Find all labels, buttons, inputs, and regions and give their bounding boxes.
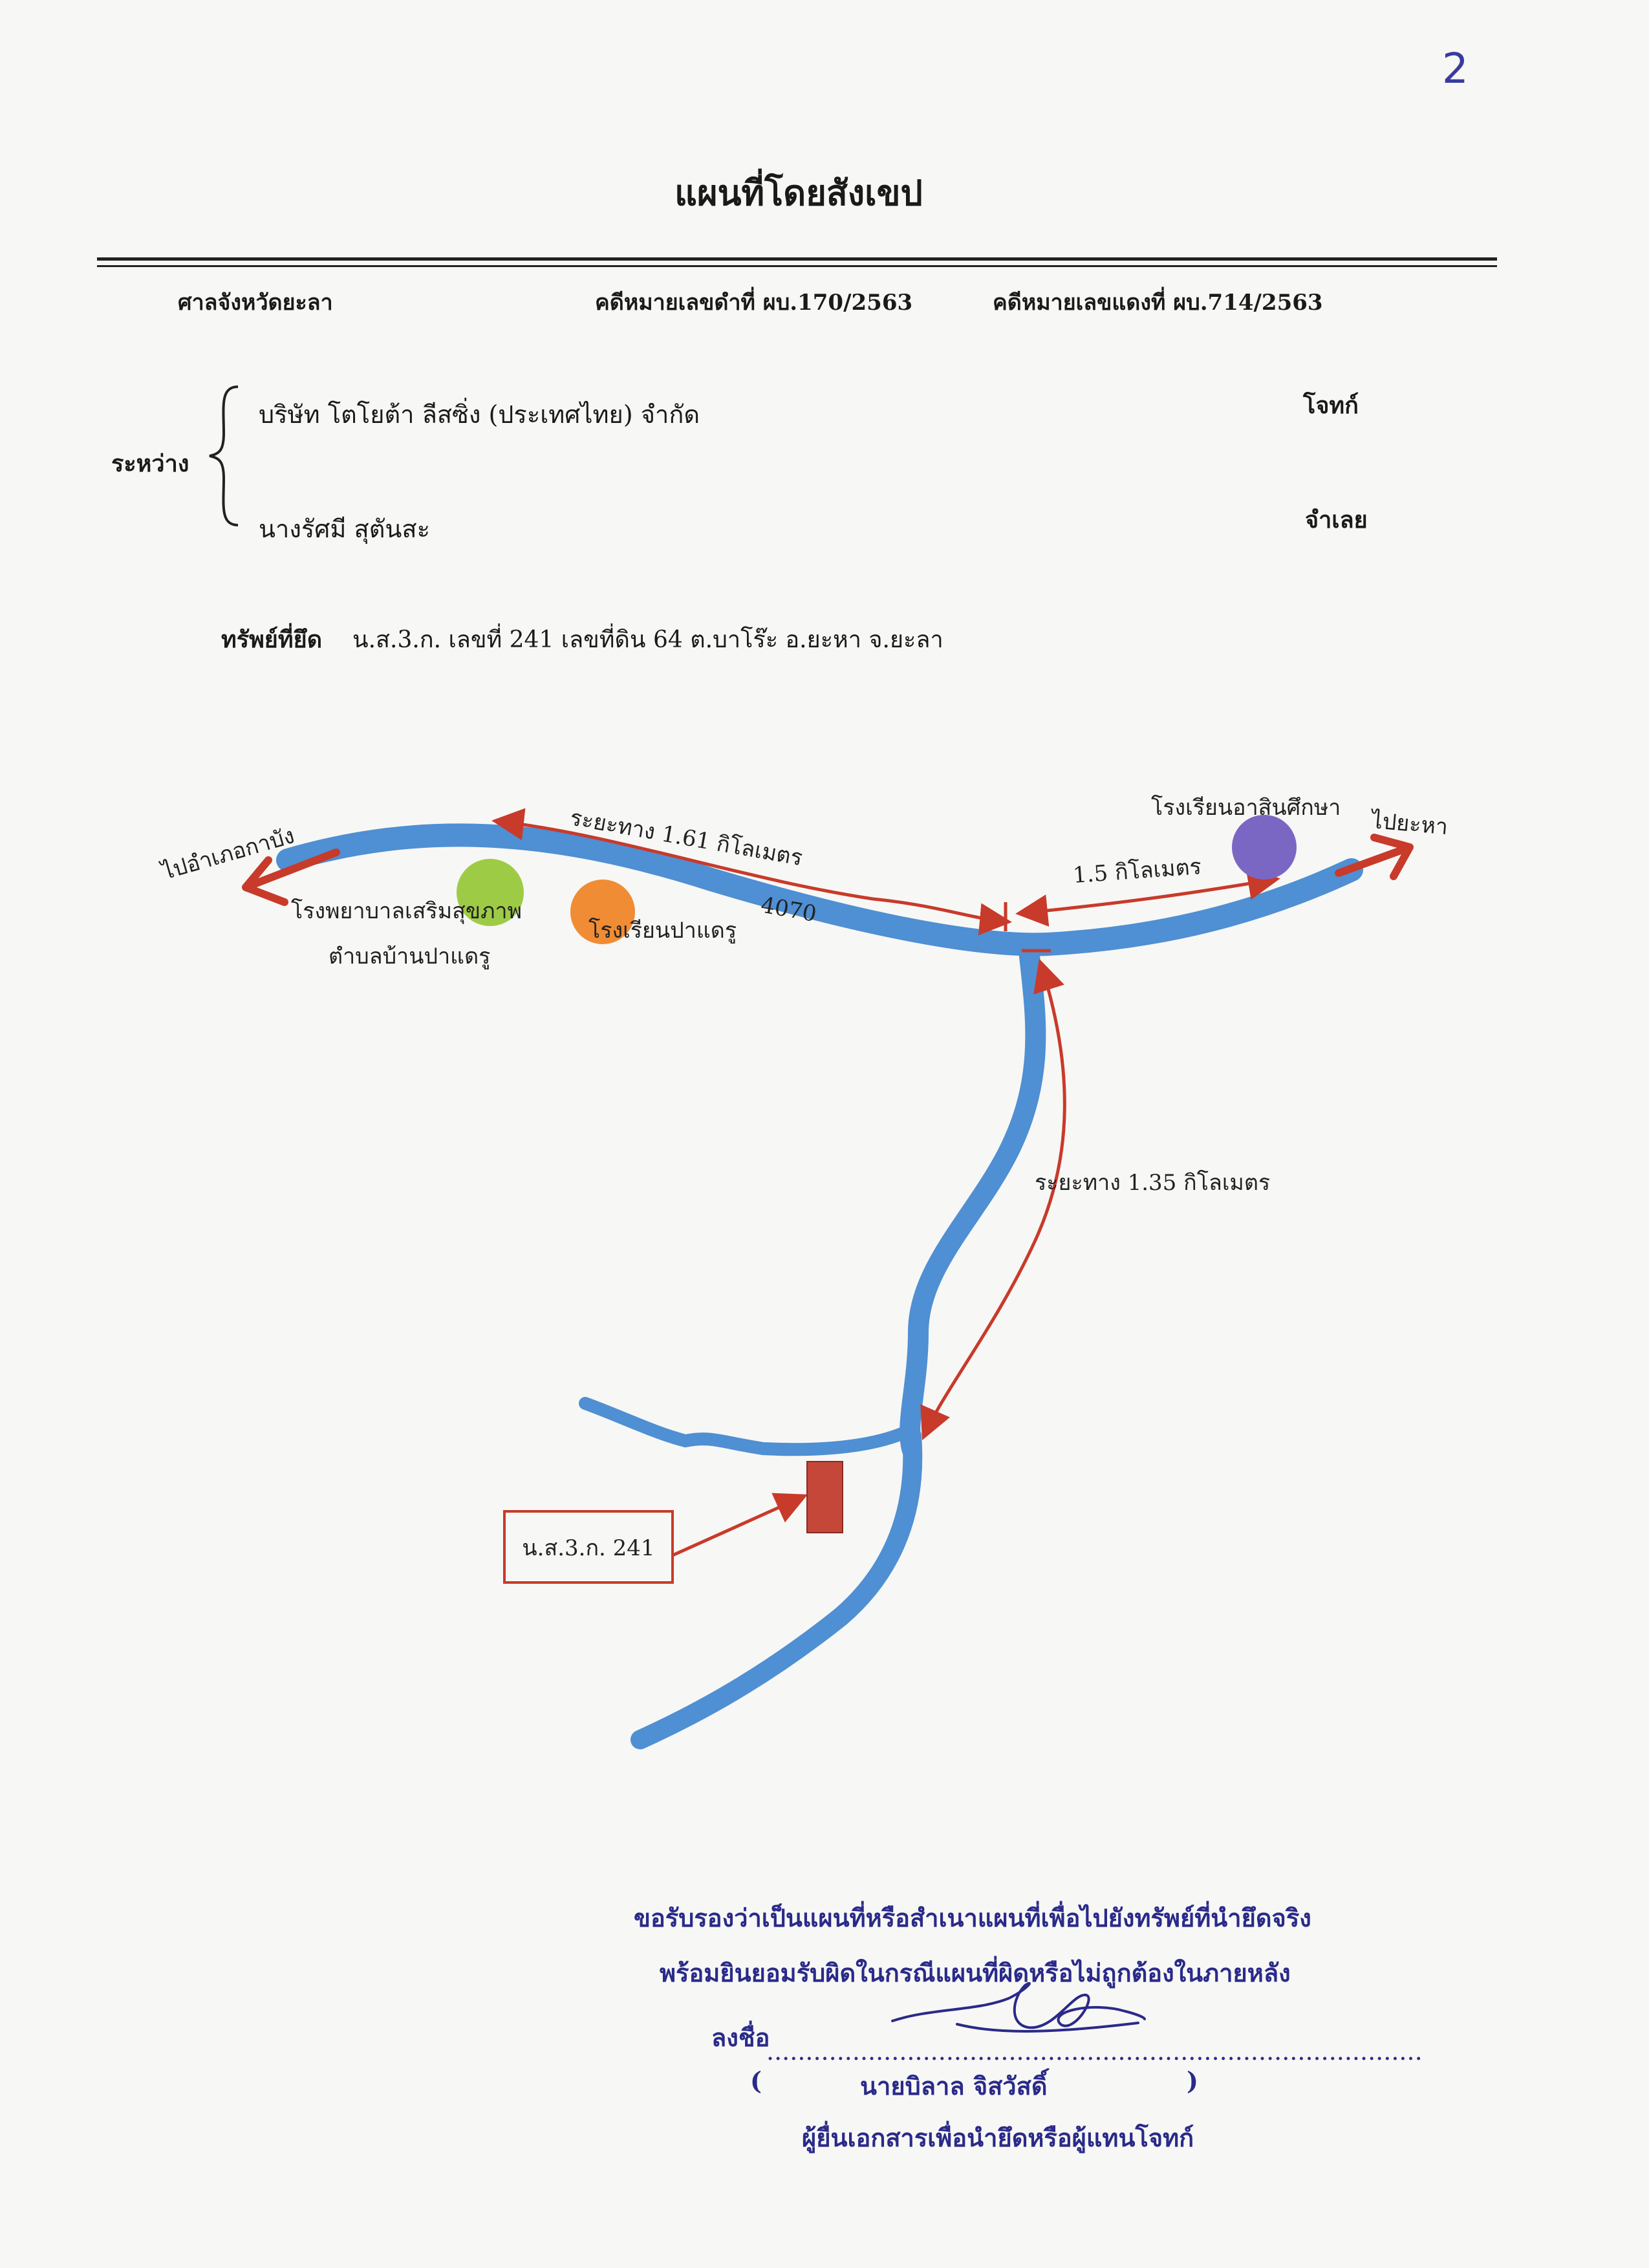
arrow-to-kabang — [242, 848, 340, 906]
label-school-asin: โรงเรียนอาสินศึกษา — [1151, 795, 1341, 821]
signer-paren-close: ) — [1187, 2066, 1198, 2095]
property-label: ทรัพย์ที่ยึด — [221, 626, 323, 653]
header-rule — [97, 257, 1497, 261]
court-name: ศาลจังหวัดยะลา — [178, 290, 333, 316]
south-road — [630, 1426, 923, 1749]
label-school-padaeru: โรงเรียนปาแดรู — [588, 918, 737, 944]
plaintiff-name: บริษัท โตโยต้า ลีสซิ่ง (ประเทศไทย) จำกัด — [259, 400, 700, 429]
school-asin-marker — [1232, 815, 1297, 880]
school-padaeru-marker — [570, 880, 635, 944]
plaintiff-role: โจทก์ — [1303, 392, 1359, 419]
hospital-marker — [457, 859, 524, 926]
roads — [276, 823, 1363, 1749]
signer-paren-open: ( — [750, 2066, 762, 2095]
header-rule-thin — [97, 265, 1497, 267]
parcel-label-box — [503, 1510, 674, 1584]
parcel-marker — [806, 1461, 843, 1533]
side-road — [579, 1397, 918, 1456]
label-distance-east: 1.5 กิโลเมตร — [1072, 854, 1202, 889]
red-case-number: คดีหมายเลขแดงที่ ผบ.714/2563 — [993, 290, 1323, 316]
property-description: น.ส.3.ก. เลขที่ 241 เลขที่ดิน 64 ต.บาโร๊… — [352, 627, 943, 653]
distance-arrow-south — [920, 958, 1066, 1441]
label-hospital-line2: ตำบลบ้านปาแดรู — [329, 944, 490, 969]
certification-line-1: ขอรับรองว่าเป็นแผนที่หรือสำเนาแผนที่เพื่… — [634, 1903, 1311, 1932]
distance-arrow-east — [1015, 867, 1280, 927]
distance-arrow-west — [491, 808, 1012, 936]
sign-label: ลงชื่อ — [711, 2023, 770, 2052]
signature-line: ........................................… — [766, 2037, 1423, 2066]
page-number: 2 — [1442, 45, 1469, 93]
distance-arrows — [491, 808, 1280, 1557]
party-brace — [209, 385, 239, 526]
sketch-map: น.ส.3.ก. 241 ไปอำเภอกาบัง ไปยะหา ระยะทาง… — [158, 795, 1449, 1749]
defendant-role: จำเลย — [1305, 506, 1368, 534]
handwritten-signature — [891, 1982, 1146, 2033]
between-label: ระหว่าง — [111, 450, 189, 477]
black-case-number: คดีหมายเลขดำที่ ผบ.170/2563 — [595, 290, 913, 316]
certification-line-2: พร้อมยินยอมรับผิดในกรณีแผนที่ผิดหรือไม่ถ… — [660, 1958, 1291, 1987]
signer-role: ผู้ยื่นเอกสารเพื่อนำยึดหรือผู้แทนโจทก์ — [802, 2123, 1194, 2152]
label-hospital-line1: โรงพยาบาลเสริมสุขภาพ — [291, 898, 522, 924]
arrow-to-yaha — [1335, 834, 1414, 880]
road-end-arrows — [242, 834, 1414, 906]
parcel-pointer — [671, 1493, 808, 1557]
parcel-label: น.ส.3.ก. 241 — [522, 1535, 654, 1561]
document-title: แผนที่โดยสังเขป — [674, 172, 923, 213]
signer-name: นายบิลาล จิสวัสดิ์ — [860, 2071, 1048, 2101]
branch-road — [900, 934, 1046, 1459]
defendant-name: นางรัศมี สุตันสะ — [259, 515, 430, 543]
label-distance-south: ระยะทาง 1.35 กิโลเมตร — [1035, 1170, 1270, 1196]
